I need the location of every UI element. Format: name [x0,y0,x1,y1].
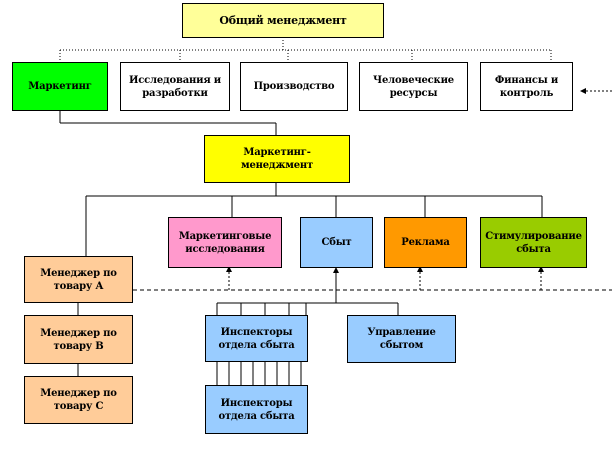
node-inspectors-2: Инспекторы отдела сбыта [205,385,308,434]
node-research: Исследования и разработки [120,62,230,111]
node-human-resources: Человеческие ресурсы [359,62,468,111]
node-manager-b: Менеджер по товару В [24,315,133,364]
node-marketing-management: Маркетинг-менеджмент [204,135,350,183]
node-marketing: Маркетинг [12,62,108,111]
node-sales-management: Управление сбытом [347,315,456,363]
node-sales-promotion: Стимулирование сбыта [480,217,587,268]
node-advertising: Реклама [384,217,467,268]
node-production: Производство [240,62,348,111]
node-finance: Финансы и контроль [480,62,573,111]
node-manager-a: Менеджер по товару А [24,256,133,303]
node-sales: Сбыт [300,217,373,268]
node-marketing-research: Маркетинговые исследования [168,217,282,268]
node-manager-c: Менеджер по товару С [24,376,133,424]
node-general-management: Общий менеджмент [182,3,384,38]
node-inspectors-1: Инспекторы отдела сбыта [205,315,308,362]
